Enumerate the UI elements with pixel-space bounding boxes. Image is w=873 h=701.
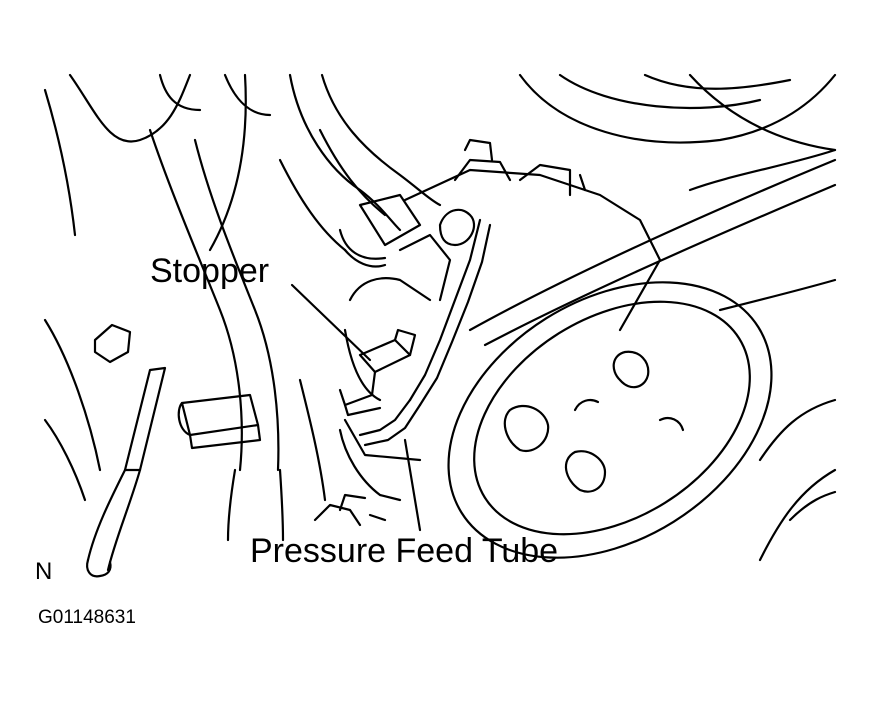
stopper-clip [338, 328, 417, 417]
stopper-leader-line [290, 283, 372, 362]
background-hoses [43, 73, 837, 502]
hose-clamp [177, 393, 262, 450]
power-steering-pump [338, 138, 662, 502]
figure-code-label: G01148631 [38, 607, 136, 628]
pump-pulley [447, 281, 773, 559]
lower-details [298, 378, 387, 527]
return-hose [148, 128, 285, 542]
wire-harness [86, 323, 167, 578]
corner-mark-label: N [35, 558, 53, 585]
tube-leader-line [403, 438, 422, 532]
drive-belt [468, 158, 837, 562]
upper-hose [278, 128, 422, 268]
pressure-feed-tube-label: Pressure Feed Tube [250, 532, 559, 570]
pressure-feed-tube [358, 218, 492, 447]
stopper-label: Stopper [150, 252, 270, 290]
